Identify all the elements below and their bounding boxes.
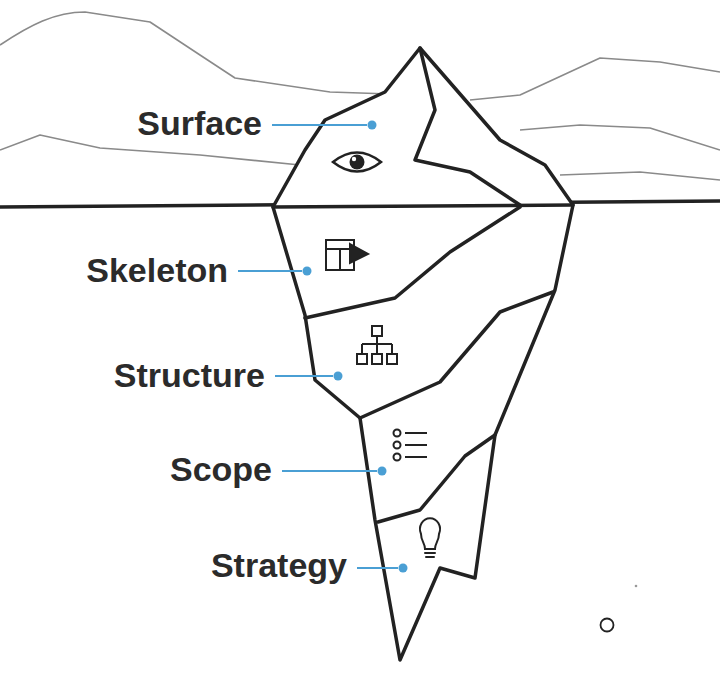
- mountain-line: [0, 12, 420, 95]
- mountains: [0, 12, 720, 180]
- leader-line: [282, 470, 377, 472]
- lightbulb-icon: [420, 518, 440, 557]
- leader-line: [357, 567, 398, 569]
- layer-divider: [360, 292, 553, 418]
- layer-divider: [305, 207, 520, 318]
- mountain-line: [470, 58, 720, 100]
- layer-label: Structure: [112, 356, 267, 395]
- leader-lines: [238, 121, 408, 573]
- layer-label: Strategy: [209, 546, 349, 585]
- list-icon: [394, 430, 428, 461]
- layer-label: Scope: [168, 450, 274, 489]
- iceberg-crack: [415, 48, 520, 205]
- leader-line: [272, 124, 367, 126]
- leader-dot: [334, 372, 343, 381]
- leader-dot: [378, 467, 387, 476]
- leader-line: [275, 375, 333, 377]
- mountain-line: [520, 125, 720, 150]
- iceberg-waterline: [273, 205, 573, 207]
- eye-icon: [333, 153, 381, 172]
- layer-label: Surface: [135, 104, 264, 143]
- sitemap-icon: [357, 326, 397, 364]
- leader-dot: [303, 267, 312, 276]
- leader-dot: [368, 121, 377, 130]
- leader-line: [238, 270, 302, 272]
- layer-divider: [378, 435, 495, 522]
- layer-label: Skeleton: [84, 251, 230, 290]
- bubble: [601, 619, 614, 632]
- mountain-line: [560, 172, 720, 180]
- bubble: [635, 585, 638, 588]
- leader-dot: [399, 564, 408, 573]
- wireframe-icon: [326, 240, 368, 270]
